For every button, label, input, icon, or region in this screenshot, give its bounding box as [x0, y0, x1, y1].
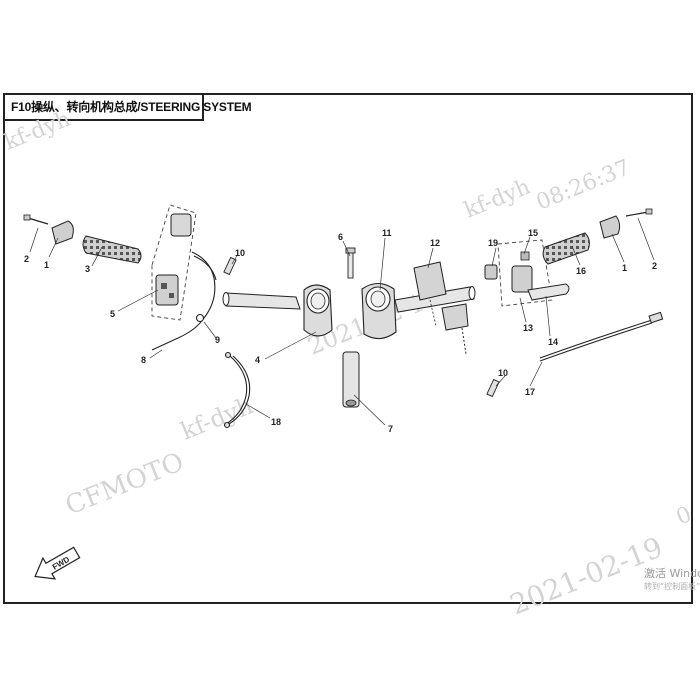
clamp-upper-11: [361, 282, 397, 340]
left-grip-assembly: [23, 214, 142, 264]
watermark-time: 08:26:37: [533, 155, 634, 215]
left-switch-housing-5: [151, 204, 197, 321]
callout-3: 3: [85, 264, 90, 274]
callout-10-left: 10: [235, 248, 245, 258]
callout-15: 15: [528, 228, 538, 238]
callout-labels: 2 1 3 5 9 8 10 4 6 11 12 7 18 19 15 16 1…: [24, 228, 657, 434]
watermark-brand: CFMOTO: [61, 447, 188, 521]
os-activation-hint: 转到“控制面板”: [644, 582, 700, 591]
brake-hose-18: [223, 351, 251, 429]
watermark-user-top: kf-dyh: [1, 107, 74, 156]
clamp-lower-4: [303, 284, 333, 337]
callout-12: 12: [430, 238, 440, 248]
right-lever-assembly: [484, 239, 570, 307]
callout-5: 5: [110, 309, 115, 319]
callout-14: 14: [548, 337, 558, 347]
callout-1-right: 1: [622, 263, 627, 273]
callout-1-left: 1: [44, 260, 49, 270]
callout-7: 7: [388, 424, 393, 434]
throttle-cable-17: [539, 311, 664, 362]
callout-11: 11: [382, 228, 392, 238]
left-wire-harness-9: [151, 251, 217, 351]
callout-2-left: 2: [24, 254, 29, 264]
bolt-7: [342, 351, 360, 408]
forward-arrow: FWD: [34, 546, 81, 580]
bolt-10-right: [486, 378, 500, 398]
callout-6: 6: [338, 232, 343, 242]
callout-9: 9: [215, 335, 220, 345]
watermark-time-cut: 0: [673, 502, 695, 530]
bolt-6: [345, 247, 356, 279]
right-switch-12: [413, 261, 469, 355]
callout-17: 17: [525, 387, 535, 397]
right-grip-assembly: [542, 208, 653, 265]
watermark-date-lower: 2021-02-19: [505, 530, 667, 621]
diagram-frame: [3, 93, 693, 604]
callout-2-right: 2: [652, 261, 657, 271]
callout-19: 19: [488, 238, 498, 248]
os-activation-watermark: 激活 Windo: [644, 567, 700, 580]
handlebar: [222, 286, 476, 313]
callout-18: 18: [271, 417, 281, 427]
callout-13: 13: [523, 323, 533, 333]
leader-lines: [29, 217, 655, 426]
callout-10-right: 10: [498, 368, 508, 378]
callout-16: 16: [576, 266, 586, 276]
diagram-title: F10操纵、转向机构总成/STEERING SYSTEM: [3, 93, 252, 121]
callout-8: 8: [141, 355, 146, 365]
watermark-user-right: kf-dyh: [461, 175, 534, 224]
callout-4: 4: [255, 355, 260, 365]
